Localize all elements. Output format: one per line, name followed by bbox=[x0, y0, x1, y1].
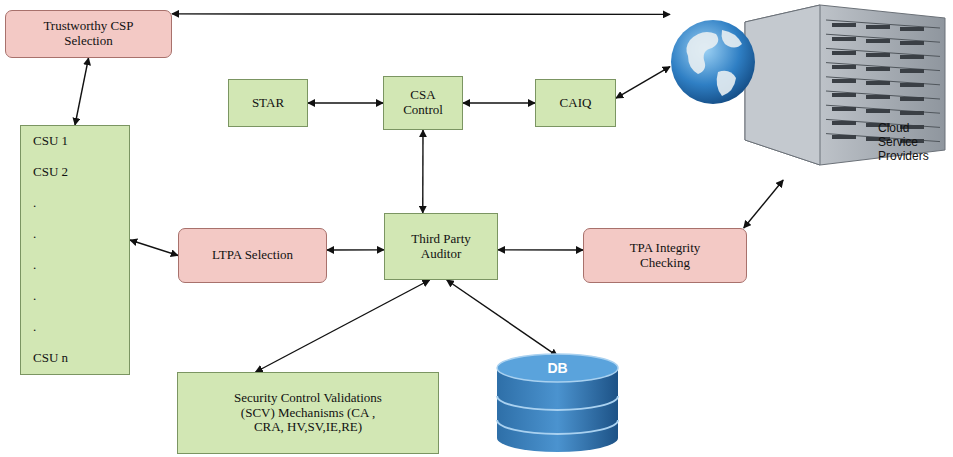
drive-bay bbox=[900, 97, 924, 101]
box-label: CAIQ bbox=[560, 96, 592, 111]
text-wrap: Third Party Auditor bbox=[401, 232, 481, 262]
text-wrap: Trustworthy CSP Selection bbox=[41, 19, 136, 49]
text-wrap: CAIQ bbox=[560, 96, 592, 111]
box-label: CSU 1 bbox=[33, 134, 117, 149]
drive-bay bbox=[900, 41, 924, 45]
text-wrap: CSU 1 CSU 2..... CSU n bbox=[33, 134, 117, 366]
rack-slot bbox=[826, 20, 940, 28]
drive-bay bbox=[866, 109, 890, 113]
drive-bay bbox=[832, 93, 856, 97]
bidirectional-arrow bbox=[75, 58, 89, 125]
box-label: STAR bbox=[252, 96, 284, 111]
bidirectional-arrow bbox=[744, 180, 783, 228]
bidirectional-arrow bbox=[422, 130, 424, 213]
bidirectional-arrow bbox=[172, 13, 670, 15]
user-list-box: CSU 1 CSU 2..... CSU n bbox=[20, 125, 130, 375]
drive-bay bbox=[866, 95, 890, 99]
box-label: Trustworthy CSP Selection bbox=[41, 19, 136, 49]
drive-bay bbox=[832, 121, 856, 125]
drive-bay bbox=[866, 53, 890, 57]
bidirectional-arrow bbox=[130, 240, 178, 256]
box-label: . bbox=[33, 320, 117, 335]
box-label: LTPA Selection bbox=[212, 248, 293, 263]
drive-bay bbox=[832, 107, 856, 111]
database-cylinder: DB bbox=[495, 352, 620, 454]
bidirectional-arrow bbox=[447, 280, 558, 356]
box-label: . bbox=[33, 289, 117, 304]
box-label: Third Party Auditor bbox=[401, 232, 481, 262]
bidirectional-arrow bbox=[616, 67, 670, 99]
drive-bay bbox=[832, 79, 856, 83]
provider-label: Cloud Service Providers bbox=[878, 122, 948, 163]
box-label: . bbox=[33, 196, 117, 211]
drive-bay bbox=[866, 81, 890, 85]
box-label: CSU 2 bbox=[33, 165, 117, 180]
box-label: TPA Integrity Checking bbox=[610, 241, 720, 271]
text-wrap: TPA Integrity Checking bbox=[610, 241, 720, 271]
text-wrap: DB bbox=[547, 360, 567, 376]
box-label: Security Control Validations (SCV) Mecha… bbox=[233, 391, 383, 436]
bidirectional-arrow bbox=[327, 249, 384, 251]
cloud-provider-node: Cloud Service Providers bbox=[670, 0, 953, 180]
box-label: . bbox=[33, 258, 117, 273]
text-wrap: STAR bbox=[252, 96, 284, 111]
process-box: CAIQ bbox=[535, 79, 616, 127]
box-label: CSA Control bbox=[393, 88, 453, 118]
db-label: DB bbox=[547, 360, 567, 376]
integrity-box: TPA Integrity Checking bbox=[583, 228, 747, 283]
selection-box: Trustworthy CSP Selection bbox=[5, 10, 172, 58]
drive-bay bbox=[900, 27, 924, 31]
bidirectional-arrow bbox=[256, 280, 430, 372]
drive-bay bbox=[866, 39, 890, 43]
auditor-box: Third Party Auditor bbox=[384, 213, 498, 280]
bidirectional-arrow bbox=[308, 102, 383, 103]
box-label: CSU n bbox=[33, 351, 117, 366]
text-wrap: Security Control Validations (SCV) Mecha… bbox=[233, 391, 383, 436]
selection-box: LTPA Selection bbox=[178, 228, 327, 283]
text-wrap: Cloud Service Providers bbox=[878, 122, 948, 163]
process-box: CSA Control bbox=[383, 76, 463, 130]
bidirectional-arrow bbox=[463, 102, 535, 103]
drive-bay bbox=[900, 55, 924, 59]
text-wrap: CSA Control bbox=[393, 88, 453, 118]
drive-bay bbox=[900, 111, 924, 115]
bidirectional-arrow bbox=[498, 249, 583, 251]
drive-bay bbox=[866, 25, 890, 29]
box-label: . bbox=[33, 227, 117, 242]
drive-bay bbox=[900, 69, 924, 73]
drive-bay bbox=[832, 51, 856, 55]
drive-bay bbox=[832, 65, 856, 69]
process-box: STAR bbox=[228, 79, 308, 127]
drive-bay bbox=[900, 83, 924, 87]
drive-bay bbox=[866, 67, 890, 71]
drive-bay bbox=[832, 37, 856, 41]
mechanism-box: Security Control Validations (SCV) Mecha… bbox=[177, 372, 439, 454]
drive-bay bbox=[832, 135, 856, 139]
drive-bay bbox=[832, 23, 856, 27]
text-wrap: LTPA Selection bbox=[212, 248, 293, 263]
